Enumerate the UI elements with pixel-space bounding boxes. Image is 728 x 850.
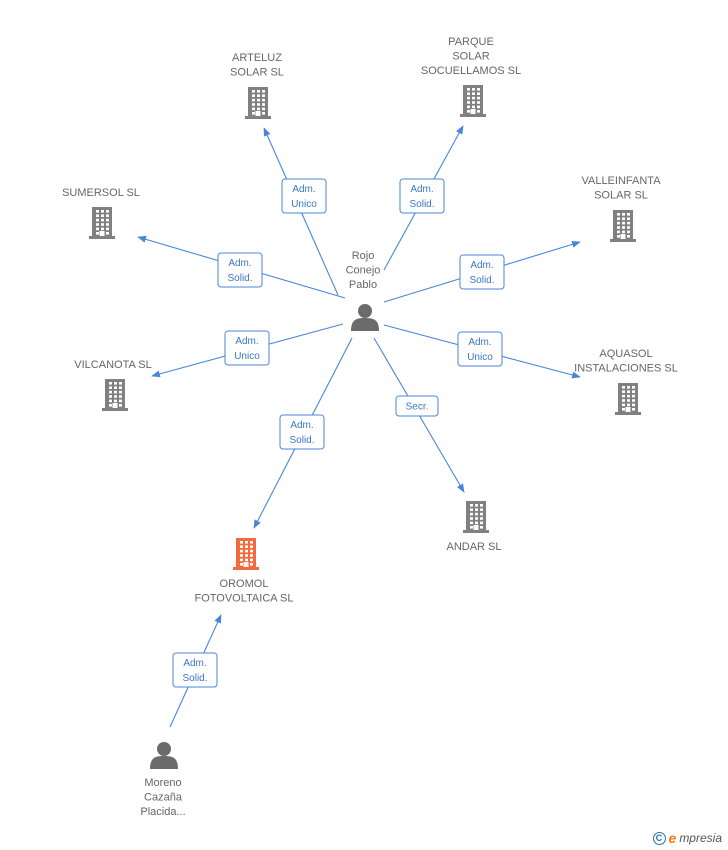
edge-label-text: Adm. — [292, 184, 315, 195]
node-oromol[interactable]: OROMOL FOTOVOLTAICA SL — [194, 538, 294, 605]
brand-logo-letter: e — [668, 830, 677, 846]
edge-label-box — [395, 395, 439, 417]
edge-label-box — [281, 178, 327, 214]
edge-rojo-sumersol: Adm. Solid. — [137, 235, 346, 299]
edge-moreno-oromol: Adm. Solid. — [169, 614, 222, 728]
node-valleinfanta[interactable]: VALLEINFANTA SOLAR SL — [581, 175, 661, 242]
node-label: ANDAR SL — [446, 541, 501, 553]
edge-rojo-andar: Secr. — [373, 337, 465, 493]
edge-label-text: Unico — [291, 199, 317, 210]
node-label: SOLAR SL — [594, 190, 648, 202]
node-label: Pablo — [349, 279, 377, 291]
edge-rojo-aquasol: Adm. Unico — [383, 324, 581, 379]
node-sumersol[interactable]: SUMERSOL SL — [62, 187, 140, 239]
edge-label-box — [279, 414, 325, 450]
edge-label-text: Solid. — [227, 273, 252, 284]
building-icon — [463, 501, 489, 533]
node-label: SOLAR — [452, 51, 489, 63]
node-label: VALLEINFANTA — [581, 175, 661, 187]
person-icon — [150, 742, 178, 769]
edge-label-text: Solid. — [409, 199, 434, 210]
building-icon — [102, 379, 128, 411]
edge-label-text: Adm. — [290, 420, 313, 431]
edge-label-text: Adm. — [235, 336, 258, 347]
node-vilcanota[interactable]: VILCANOTA SL — [74, 359, 152, 411]
edge-label-text: Adm. — [470, 260, 493, 271]
edge-rojo-valleinfanta: Adm. Solid. — [383, 240, 581, 303]
edge-label-text: Solid. — [289, 435, 314, 446]
edges-layer: Adm.UnicoAdm.Solid.Adm.Solid.Adm.Solid.A… — [137, 125, 581, 728]
building-icon — [233, 538, 259, 570]
node-label: Conejo — [346, 265, 381, 277]
person-icon — [351, 304, 379, 331]
edge-label-box — [459, 254, 505, 290]
edge-label-box — [399, 178, 445, 214]
node-label: SOCUELLAMOS SL — [421, 65, 521, 77]
node-label: Moreno — [144, 777, 181, 789]
building-icon — [245, 87, 271, 119]
node-label: PARQUE — [448, 36, 494, 48]
building-icon — [89, 207, 115, 239]
building-icon — [615, 383, 641, 415]
building-icon — [460, 85, 486, 117]
edge-label-text: Unico — [467, 352, 493, 363]
node-label: SUMERSOL SL — [62, 187, 140, 199]
edge-label-text: Unico — [234, 351, 260, 362]
edge-label-text: Adm. — [183, 658, 206, 669]
node-label: AQUASOL — [599, 348, 652, 360]
node-label: INSTALACIONES SL — [574, 363, 678, 375]
node-aquasol[interactable]: AQUASOL INSTALACIONES SL — [574, 348, 678, 415]
edge-label-text: Adm. — [468, 337, 491, 348]
edge-label-text: Adm. — [410, 184, 433, 195]
edge-label-box — [217, 252, 263, 288]
edge-label-box — [224, 330, 270, 366]
node-label: Cazaña — [144, 792, 183, 804]
edge-label-text: Solid. — [182, 673, 207, 684]
node-label: ARTELUZ — [232, 52, 282, 64]
node-label: FOTOVOLTAICA SL — [194, 593, 293, 605]
edge-rojo-vilcanota: Adm. Unico — [151, 323, 344, 378]
edge-label-box — [457, 331, 503, 367]
edge-label-box — [172, 652, 218, 688]
node-label: Rojo — [352, 250, 375, 262]
brand-name: mpresia — [679, 831, 722, 845]
node-moreno[interactable]: MorenoCazañaPlacida... — [140, 742, 186, 818]
edge-rojo-arteluz: Adm. Unico — [263, 127, 339, 296]
node-andar[interactable]: ANDAR SL — [446, 501, 502, 553]
node-label: OROMOL — [220, 578, 269, 590]
node-label: VILCANOTA SL — [74, 359, 151, 371]
node-label: Placida... — [140, 806, 185, 818]
edge-label-text: Secr. — [406, 402, 429, 413]
edge-label-text: Solid. — [469, 275, 494, 286]
node-label: SOLAR SL — [230, 67, 284, 79]
building-icon — [610, 210, 636, 242]
edge-rojo-oromol: Adm. Solid. — [253, 337, 353, 529]
copyright-icon: C — [652, 831, 666, 845]
edge-label-text: Adm. — [228, 258, 251, 269]
node-arteluz[interactable]: ARTELUZ SOLAR SL — [230, 52, 284, 119]
edge-rojo-parque: Adm. Solid. — [383, 125, 464, 271]
node-parque[interactable]: PARQUE SOLAR SOCUELLAMOS SL — [421, 36, 521, 117]
